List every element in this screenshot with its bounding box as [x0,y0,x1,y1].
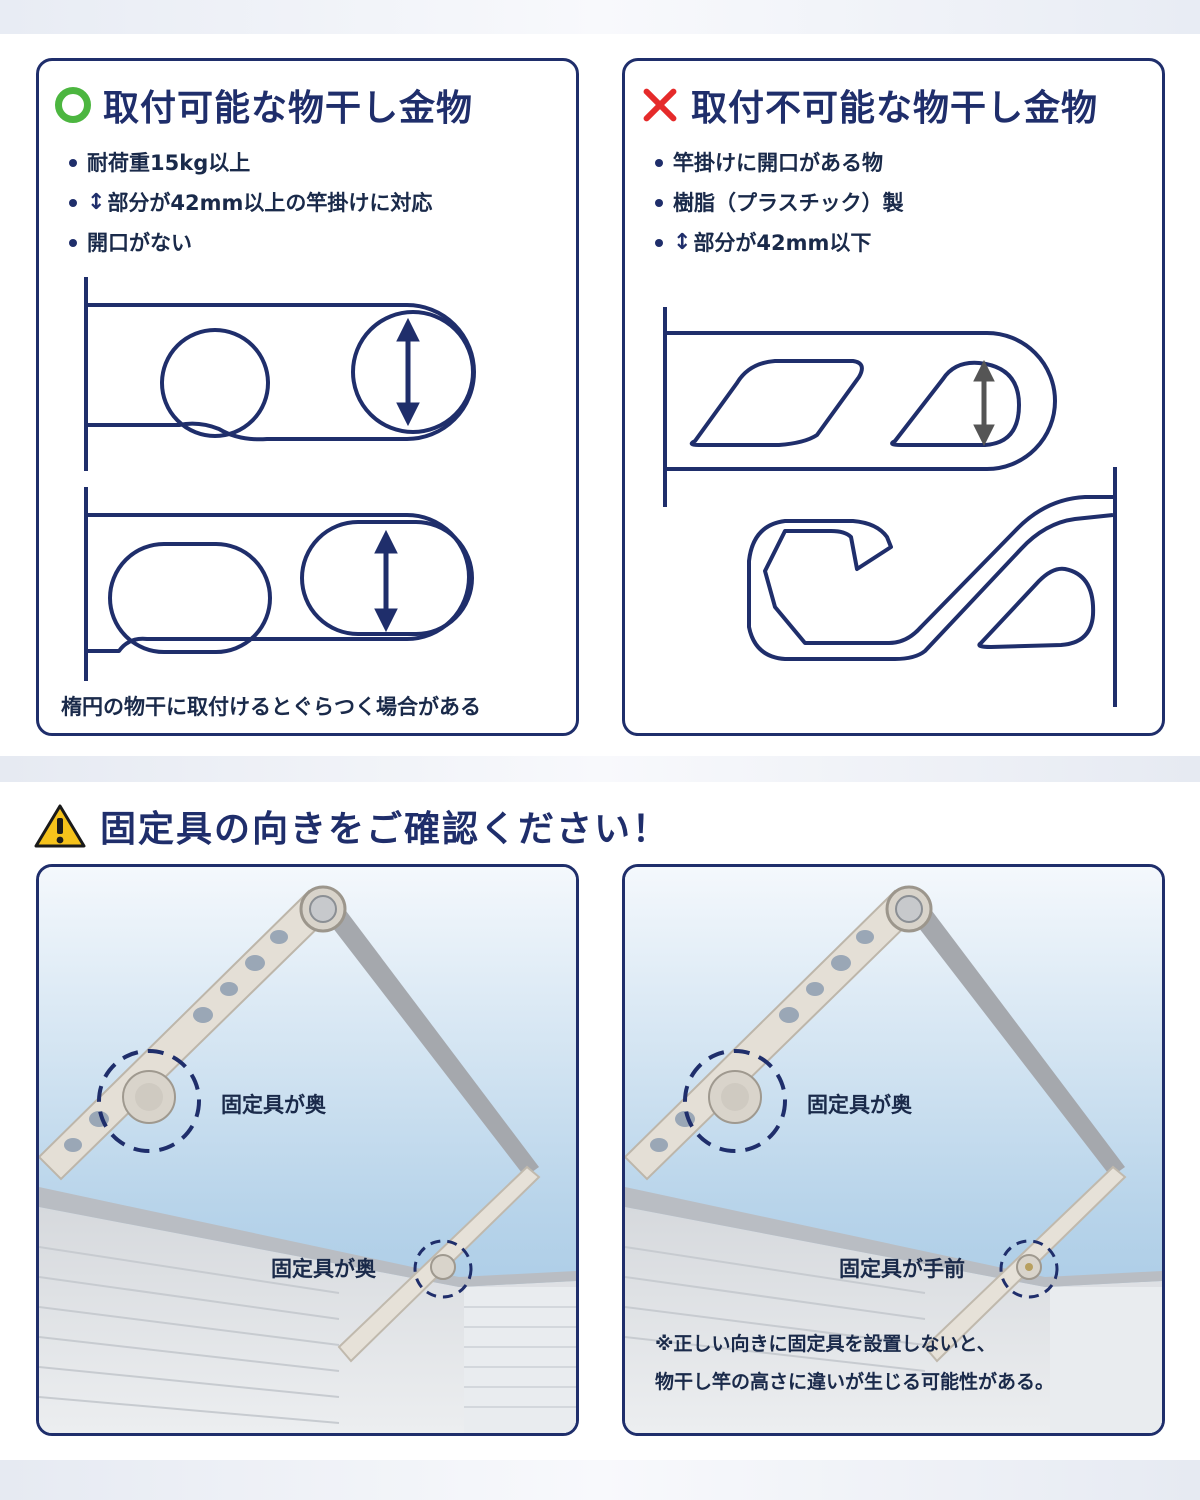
pipe-hole-circle [160,328,270,438]
balcony-railing [464,1287,576,1433]
incompatible-title-row: 取付不可能な物干し金物 [641,79,1098,131]
bullet-dot [655,239,663,247]
oval-bracket-outline [86,513,471,653]
list-item: 耐荷重15kg以上 [69,143,432,183]
bottom-band [0,1460,1200,1500]
clothesline-photo-illustration [39,867,576,1433]
middle-band [0,756,1200,782]
compatible-bracket-diagram [84,277,476,681]
building-wall [625,1207,1162,1433]
vertical-arrow-icon: ↕ [87,190,106,215]
oval-pipe-hole [108,542,272,654]
warning-triangle-icon [34,804,86,848]
warning-title: 固定具の向きをご確認ください！ [100,809,671,850]
clothesline-photo-illustration [625,867,1162,1433]
angled-hole [689,359,864,447]
photo-fixture-back-front: 固定具が奥 固定具が手前 ※正しい向きに固定具を設置しないと、 物干し竿の高さに… [622,864,1165,1436]
list-item: 竿掛けに開口がある物 [655,143,904,183]
compatible-conditions-list: 耐荷重15kg以上 ↕部分が42mm以上の竿掛けに対応 開口がない [69,143,432,263]
bullet-dot [69,199,77,207]
fixture-highlight-circle [413,1239,473,1299]
list-item: 樹脂（プラスチック）製 [655,183,904,223]
incompatible-conditions-list: 竿掛けに開口がある物 樹脂（プラスチック）製 ↕部分が42mm以下 [655,143,904,263]
building-wall [39,1207,576,1433]
pole-hole-circle [351,310,475,434]
orientation-note-line-2: 物干し竿の高さに違いが生じる可能性がある。 [655,1371,1055,1393]
round-bracket-outline [86,303,476,442]
balcony-railing [1050,1287,1162,1433]
compatible-hardware-card: 取付可能な物干し金物 耐荷重15kg以上 ↕部分が42mm以上の竿掛けに対応 開… [36,58,579,736]
hook-pole-hole [977,566,1096,649]
vertical-arrow-icon: ↕ [673,230,692,255]
top-band [0,0,1200,34]
compatible-title-row: 取付可能な物干し金物 [55,79,473,131]
bullet-dot [655,159,663,167]
orientation-warning-heading: 固定具の向きをご確認ください！ [34,800,670,852]
incompatible-hardware-card: 取付不可能な物干し金物 竿掛けに開口がある物 樹脂（プラスチック）製 ↕部分が4… [622,58,1165,736]
orientation-note-line-1: ※正しい向きに固定具を設置しないと、 [655,1333,996,1355]
fixture-label-bottom: 固定具が奥 [271,1257,376,1281]
list-item: ↕部分が42mm以上の竿掛けに対応 [69,183,432,223]
angled-pole-hole [890,360,1021,447]
roof-edge [625,1187,1162,1287]
clothes-pole [895,891,1125,1177]
bullet-dot [69,159,77,167]
fixture-label-top: 固定具が奥 [221,1093,326,1117]
open-hook-outline [747,495,1114,661]
list-item: ↕部分が42mm以下 [655,223,904,263]
incompatible-bracket-diagram [663,307,1117,707]
list-item: 開口がない [69,223,432,263]
fixture-label-top: 固定具が奥 [807,1093,912,1117]
bullet-dot [655,199,663,207]
wobble-warning-note: 楕円の物干に取付けるとぐらつく場合がある [61,695,481,719]
bullet-dot [69,239,77,247]
photo-fixture-back-back: 固定具が奥 固定具が奥 [36,864,579,1436]
fixture-highlight-circle [97,1049,201,1153]
green-circle-icon [55,87,91,123]
incompatible-title: 取付不可能な物干し金物 [691,88,1099,129]
plastic-bracket-outline [665,331,1057,471]
clothes-pole [309,891,539,1177]
fixture-highlight-circle [999,1239,1059,1299]
fixture-highlight-circle [683,1049,787,1153]
oval-pole-hole [300,520,474,636]
fixture-knob [430,1254,456,1280]
compatible-title: 取付可能な物干し金物 [103,88,474,129]
roof-edge [39,1187,576,1287]
fixture-label-bottom: 固定具が手前 [839,1257,965,1281]
